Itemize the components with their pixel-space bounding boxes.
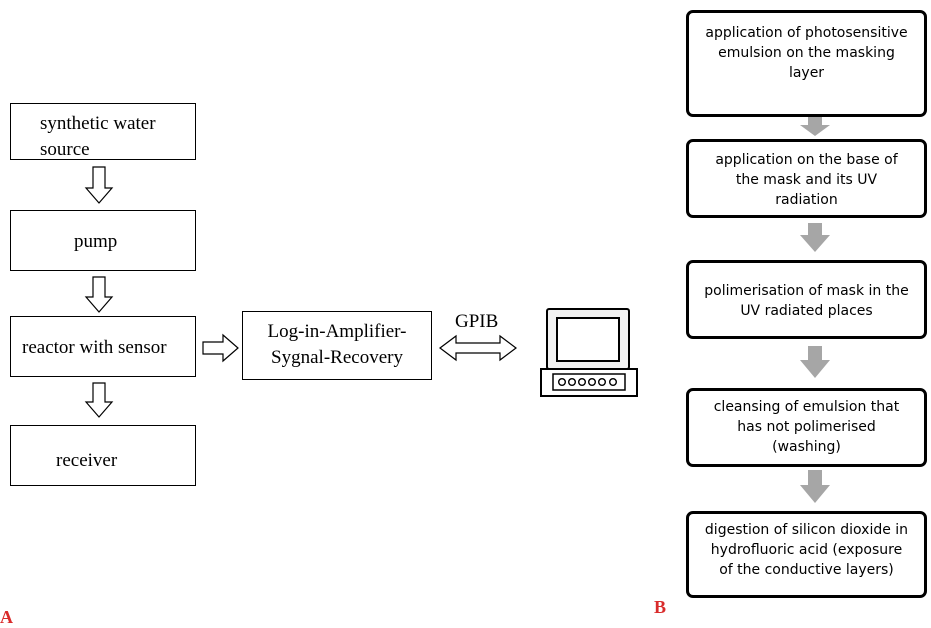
step-3-line-1: polimerisation of mask in the [704,283,909,299]
step-2-line-2: the mask and its UV [735,172,878,188]
lock-in-line-2: Sygnal-Recovery [271,347,403,368]
lock-in-amplifier-box: Log-in-Amplifier- Sygnal-Recovery [242,311,432,380]
keyboard-keys-icon [558,378,618,387]
step-2-line-3: radiation [775,192,838,208]
step-5-line-1: digestion of silicon dioxide in [704,522,909,538]
pump-label: pump [74,231,118,252]
pump-box: pump [10,210,196,271]
arrow-right-reactor-amplifier [202,333,239,363]
reactor-label: reactor with sensor [22,337,167,358]
step-4-line-3: (washing) [772,439,841,455]
step-5-line-2: hydrofluoric acid (exposure [710,542,903,558]
lock-in-line-1: Log-in-Amplifier- [267,321,407,342]
step-2-line-1: application on the base of [715,152,898,168]
panel-letter-a: A [0,607,13,627]
reactor-box: reactor with sensor [10,316,196,377]
step-4-line-1: cleansing of emulsion that [713,399,900,415]
step-1-line-2: emulsion on the masking [718,45,895,61]
step-box-1: application of photosensitive emulsion o… [686,10,927,117]
arrow-down-step4-step5 [800,470,830,503]
step-5-line-3: of the conductive layers) [719,562,894,578]
diagram-b-flow-arrows [800,117,830,503]
arrow-bidirectional-gpib [439,334,517,362]
arrow-down-water-pump [84,166,114,204]
step-box-5: digestion of silicon dioxide in hydroflu… [686,511,927,598]
arrow-down-reactor-receiver [84,382,114,418]
panel-letter-b: B [654,597,667,617]
arrow-down-pump-reactor [84,276,114,313]
step-box-2: application on the base of the mask and … [686,139,927,218]
step-4-line-2: has not polimerised [737,419,876,435]
step-3-line-2: UV radiated places [740,303,873,319]
step-box-4: cleansing of emulsion that has not polim… [686,388,927,467]
step-1-line-3: layer [788,65,825,81]
water-box-line-1: synthetic water [40,113,156,134]
water-box-line-2: source [40,139,90,160]
arrow-down-step1-step2 [800,117,830,136]
gpib-label: GPIB [455,311,499,332]
arrow-down-step2-step3 [800,223,830,252]
synthetic-water-source-box: synthetic water source [10,103,196,160]
arrow-down-step3-step4 [800,346,830,378]
step-box-3: polimerisation of mask in the UV radiate… [686,260,927,339]
step-1-line-1: application of photosensitive [705,25,908,41]
computer-icon [540,308,638,397]
receiver-label: receiver [56,450,118,471]
receiver-box: receiver [10,425,196,486]
